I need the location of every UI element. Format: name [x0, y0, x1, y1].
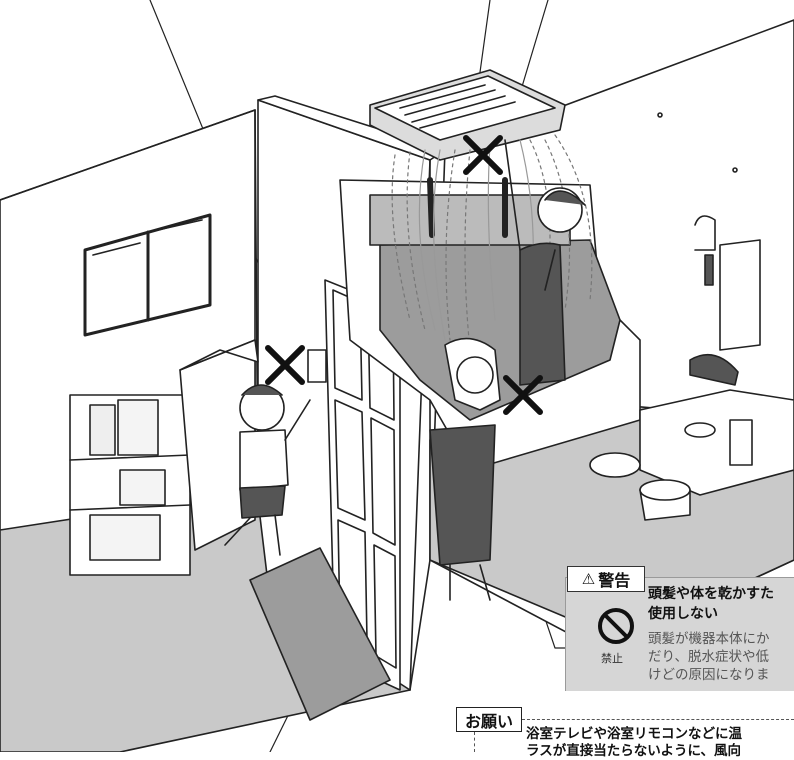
warning-heading: 頭髪や体を乾かすた 使用しない [648, 586, 774, 622]
request-side-rule [474, 732, 475, 752]
window [83, 213, 212, 337]
request-divider [522, 719, 794, 720]
airflow-lines [391, 134, 593, 351]
warning-body: 頭髪が機器本体にか だり、脱水症状や低 けどの原因になりま [648, 631, 770, 683]
shower-and-mirror [639, 215, 794, 496]
boy [224, 384, 311, 556]
cross-mark-floor [503, 375, 543, 415]
washing-machine [179, 339, 259, 551]
prohibition-label: 禁止 [601, 652, 623, 665]
woman-in-tub [504, 139, 586, 386]
warning-tab-label: 警告 [598, 571, 631, 590]
warning-triangle-icon: ⚠ [581, 570, 596, 588]
ceiling-dryer-unit [369, 69, 566, 161]
towel-rack [69, 394, 191, 576]
request-text: 浴室テレビや浴室リモコンなどに温 ラスが直接当たらないように、風向 [526, 726, 742, 759]
prohibition-icon [598, 608, 634, 644]
cross-mark-dryer [463, 135, 503, 175]
bath-mat [249, 547, 391, 721]
cross-mark-switch [265, 345, 305, 385]
woman-standing [429, 337, 501, 601]
bath-stool-and-bowl [589, 452, 691, 521]
light-switch [307, 349, 327, 383]
warning-tab: ⚠ 警告 [567, 566, 645, 592]
request-tab: お願い [456, 707, 522, 732]
